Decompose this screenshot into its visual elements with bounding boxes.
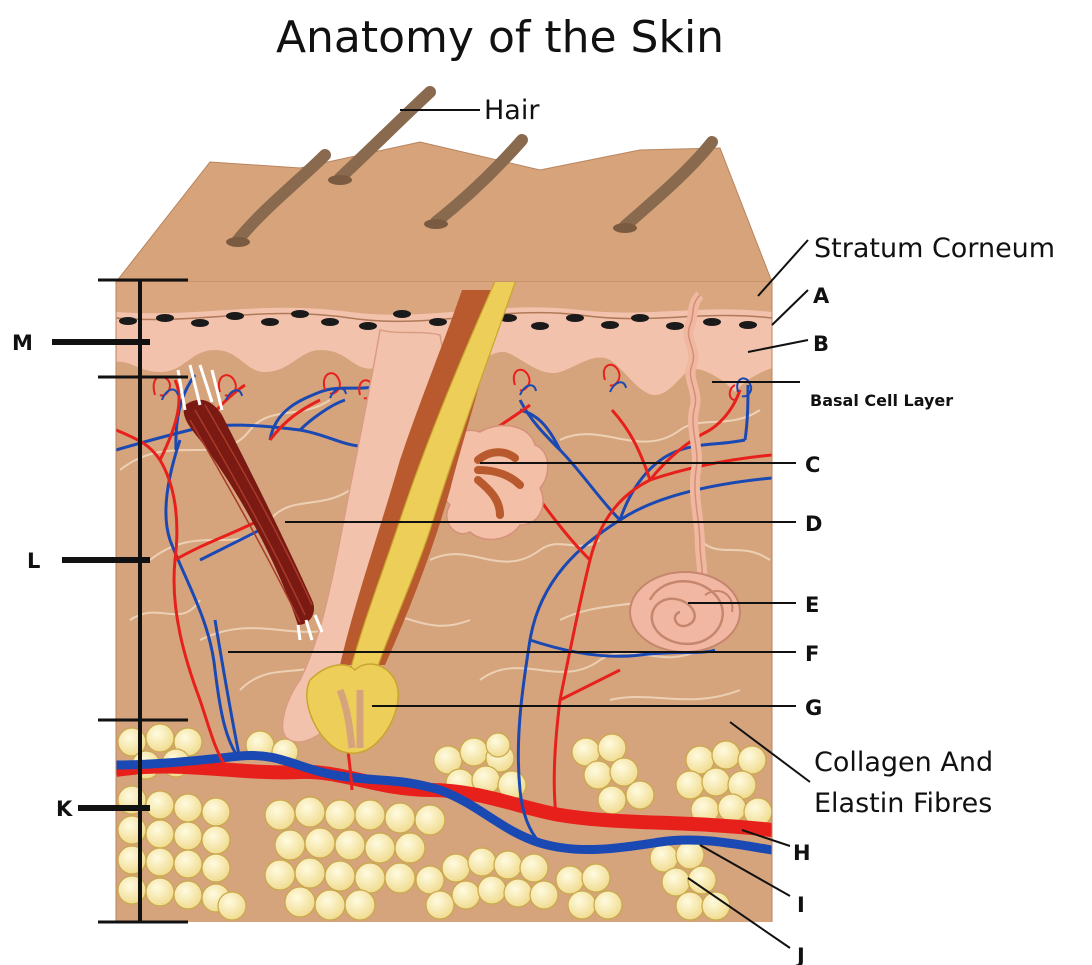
label-h: H [793,841,811,865]
sweat-gland-coil [630,572,740,652]
label-m: M [12,331,33,355]
label-k: K [56,797,73,821]
label-c: C [805,453,820,477]
label-l: L [27,549,40,573]
label-e: E [805,593,819,617]
label-j: J [795,944,805,965]
diagram-title: Anatomy of the Skin [276,12,724,63]
label-a: A [813,284,830,308]
label-d: D [805,512,822,536]
label-b: B [813,332,829,356]
collagen-label-line2: Elastin Fibres [814,788,992,819]
collagen-label-line1: Collagen And [814,747,993,778]
label-g: G [805,696,822,720]
basal-cell-layer-label: Basal Cell Layer [810,391,953,410]
label-i: I [797,893,805,917]
stratum-corneum-label: Stratum Corneum [814,233,1055,264]
hair-label: Hair [484,95,540,126]
label-f: F [805,642,819,666]
